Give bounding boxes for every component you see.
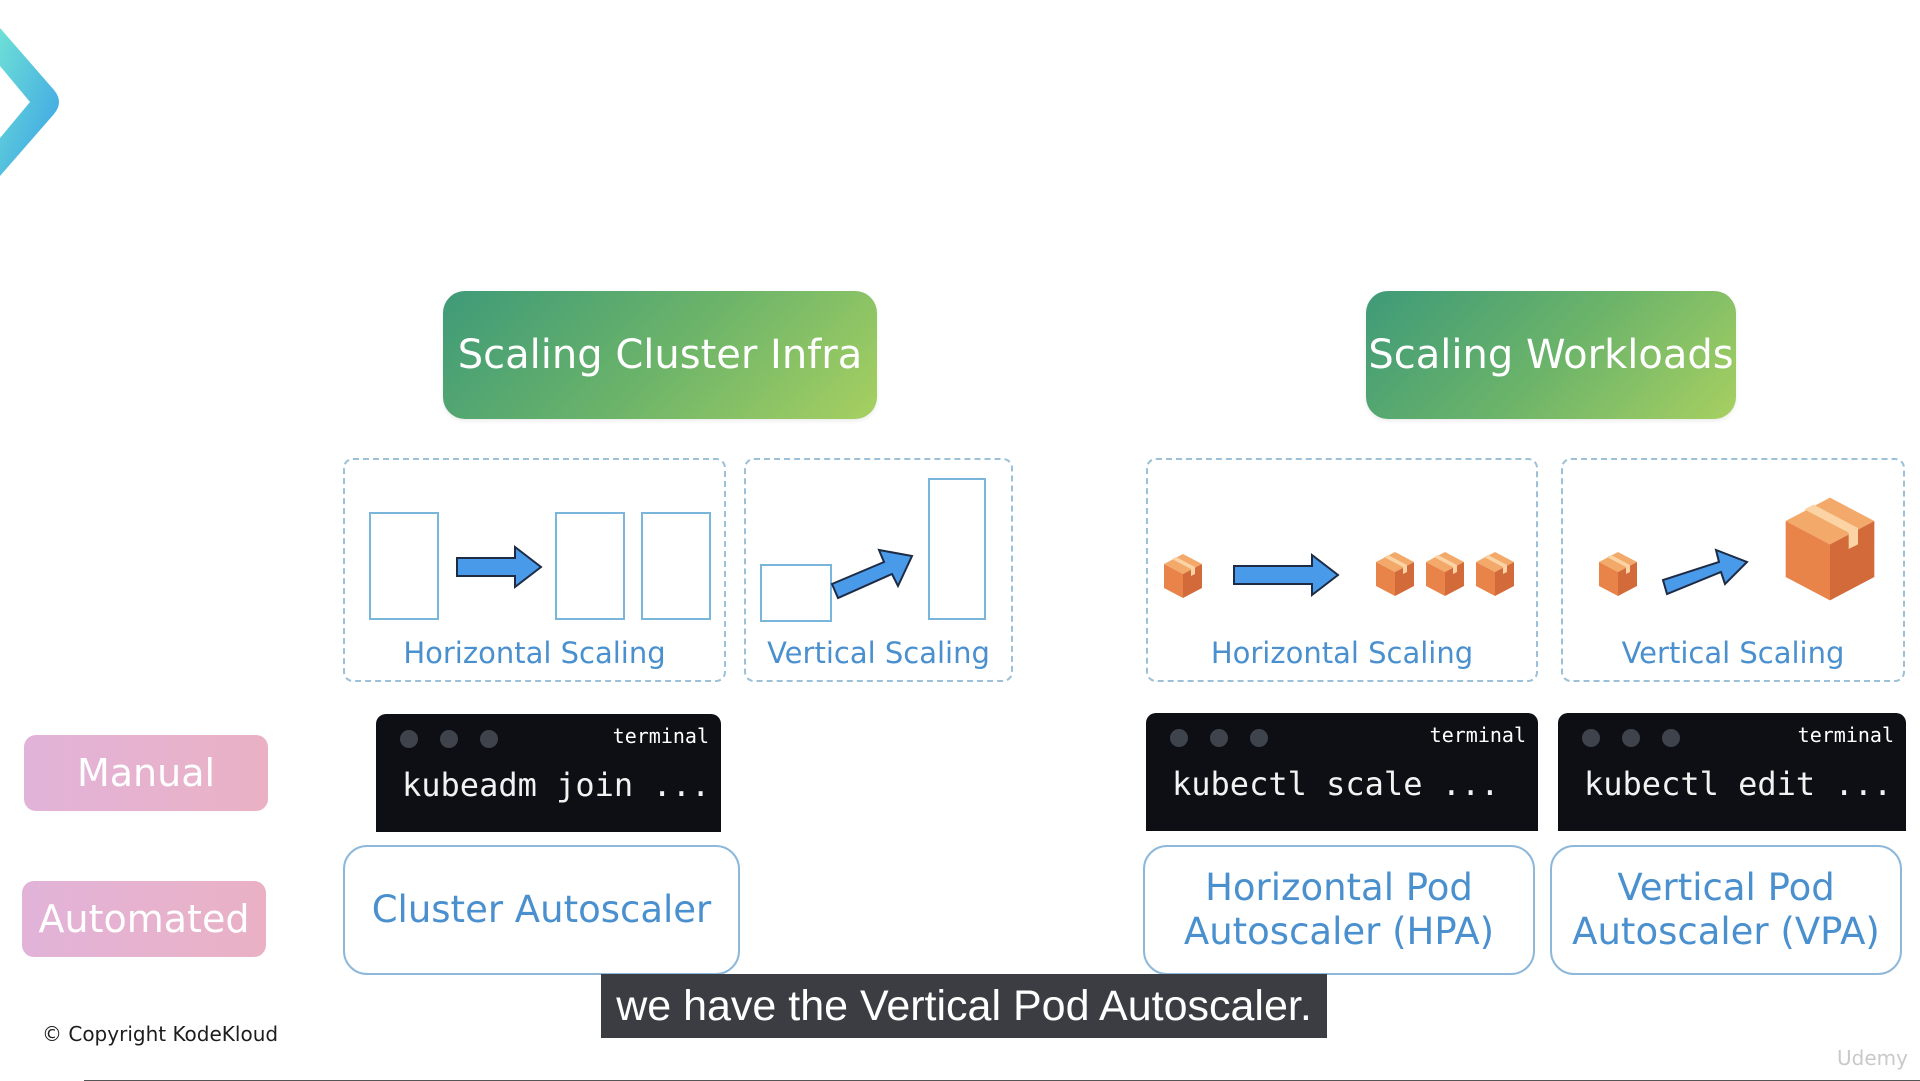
panel-label: Horizontal Scaling [403,636,666,670]
panel-infra-horizontal-scaling: Horizontal Scaling [343,458,726,682]
terminal-title: terminal [612,724,709,748]
terminal-title-bar: terminal [1146,713,1538,759]
window-dot-icon [1582,729,1600,747]
large-package-box-icon [1785,497,1875,601]
panel-label: Vertical Scaling [767,636,990,670]
terminal-title-bar: terminal [1558,713,1906,759]
hpa-box: Horizontal Pod Autoscaler (HPA) [1143,845,1535,975]
package-box-icon [1599,552,1637,596]
node-box [369,512,439,620]
diagonal-arrow-icon [830,548,914,600]
window-dot-icon [1622,729,1640,747]
terminal-window: terminal kubeadm join ... [376,714,721,832]
hpa-label-line1: Horizontal Pod [1205,865,1473,909]
cluster-autoscaler-box: Cluster Autoscaler [343,845,740,975]
terminal-title: terminal [1797,723,1894,747]
terminal-title-bar: terminal [376,714,721,760]
header-scaling-workloads: Scaling Workloads [1366,291,1736,419]
window-dot-icon [400,730,418,748]
header-scaling-cluster-infra: Scaling Cluster Infra [443,291,877,419]
cluster-autoscaler-label: Cluster Autoscaler [371,887,712,931]
node-box [555,512,625,620]
window-dot-icon [1250,729,1268,747]
right-arrow-icon [1233,552,1340,598]
window-dot-icon [1210,729,1228,747]
terminal-command: kubeadm join ... [402,766,711,804]
window-dot-icon [440,730,458,748]
row-label-automated: Automated [22,881,266,957]
right-arrow-icon [456,544,543,590]
terminal-window: terminal kubectl scale ... [1146,713,1538,831]
video-caption: we have the Vertical Pod Autoscaler. [601,974,1327,1038]
terminal-window: terminal kubectl edit ... [1558,713,1906,831]
copyright-text: © Copyright KodeKloud [42,1022,279,1046]
header-infra-text: Scaling Cluster Infra [457,332,863,378]
panel-workload-vertical-scaling: Vertical Scaling [1561,458,1905,682]
header-workloads-text: Scaling Workloads [1368,332,1734,378]
package-box-icon [1426,552,1464,596]
window-dot-icon [1662,729,1680,747]
terminal-title: terminal [1429,723,1526,747]
kodekloud-logo-icon [0,28,59,176]
package-box-icon [1376,552,1414,596]
hpa-label-line2: Autoscaler (HPA) [1183,910,1495,953]
window-dot-icon [480,730,498,748]
udemy-watermark: Udemy [1837,1046,1908,1070]
window-dot-icon [1170,729,1188,747]
vpa-label-line2: Autoscaler (VPA) [1572,910,1880,953]
row-label-manual: Manual [24,735,268,811]
panel-label: Vertical Scaling [1621,636,1845,670]
package-box-icon [1164,554,1202,598]
panel-infra-vertical-scaling: Vertical Scaling [744,458,1013,682]
package-box-icon [1476,552,1514,596]
panel-label: Horizontal Scaling [1210,636,1474,670]
diagonal-arrow-icon [1661,548,1749,596]
vpa-box: Vertical Pod Autoscaler (VPA) [1550,845,1902,975]
terminal-command: kubectl scale ... [1172,765,1500,803]
terminal-command: kubectl edit ... [1584,765,1893,803]
node-box-small [760,564,832,622]
vpa-label-line1: Vertical Pod [1617,865,1835,909]
panel-workload-horizontal-scaling: Horizontal Scaling [1146,458,1538,682]
node-box [641,512,711,620]
node-box-tall [928,478,986,620]
